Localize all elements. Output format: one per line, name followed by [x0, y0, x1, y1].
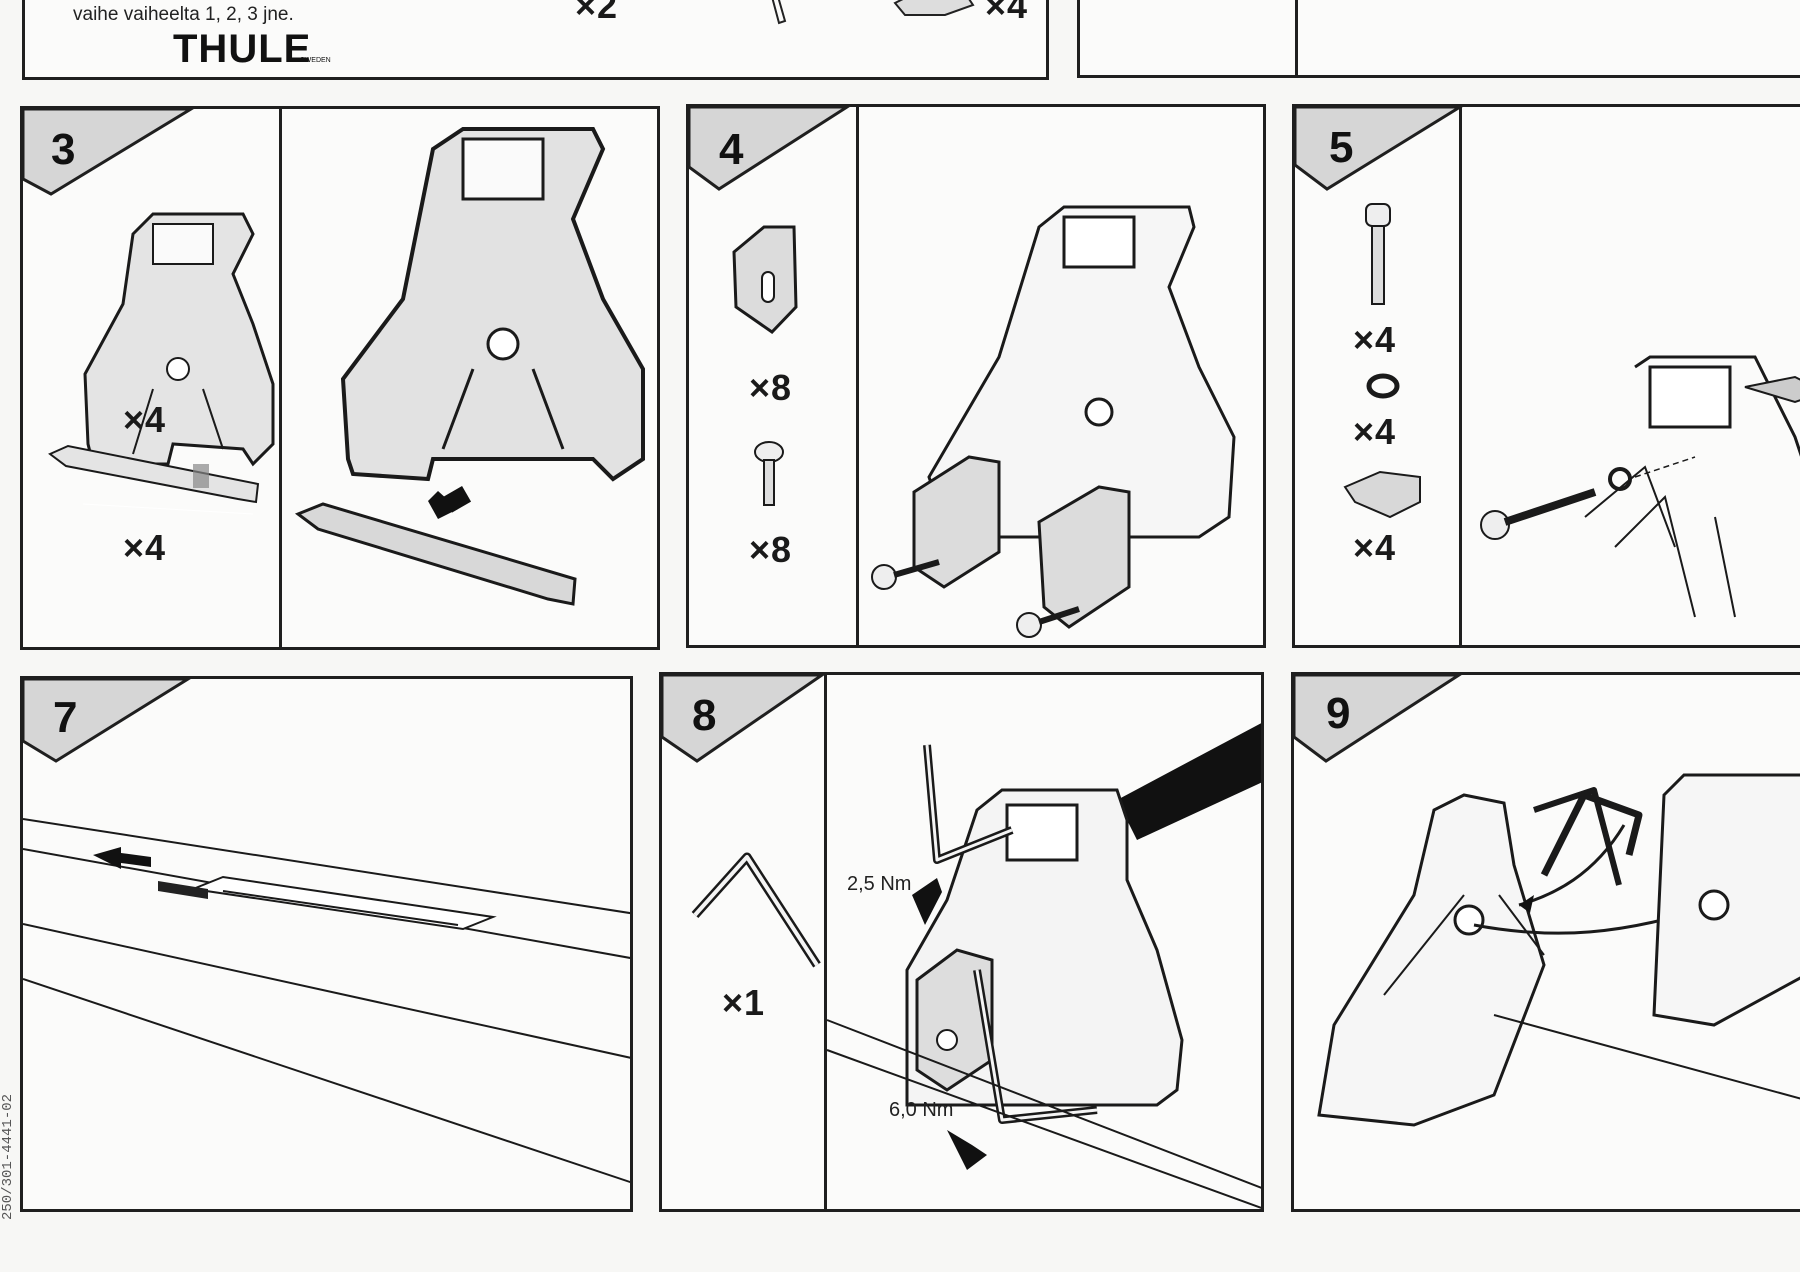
top-pad-drawing [893, 0, 975, 16]
step-4-qty-screws: ×8 [749, 529, 793, 570]
step-5-number: 5 [1329, 123, 1354, 172]
allen-key-drawing [691, 852, 821, 968]
step-3-divider [279, 109, 282, 647]
thule-logo-sub: SWEDEN [300, 57, 331, 64]
top-pin-drawing [771, 0, 787, 25]
step-5-qty-pads: ×4 [1353, 527, 1397, 568]
top-panel-right [1077, 0, 1800, 78]
step-5-qty-bolts: ×4 [1353, 319, 1397, 360]
step-5-qty-washers: ×4 [1353, 411, 1397, 452]
clamp-assembly-drawing [871, 205, 1236, 638]
screw-drawing [754, 441, 784, 506]
top-quantity-b: ×4 [985, 0, 1029, 26]
step-4-panel: 4 ×8 ×8 [686, 104, 1266, 648]
foot-pack-drawing [82, 212, 275, 515]
rubber-strip-drawing [48, 444, 260, 504]
step-8-divider [824, 675, 827, 1209]
step-4-qty-plates: ×8 [749, 367, 793, 408]
foot-assembly-drawing [294, 127, 645, 606]
step-3-number: 3 [51, 125, 76, 174]
instruction-text: vaihe vaiheelta 1, 2, 3 jne. [73, 4, 294, 25]
step-9-number: 9 [1326, 689, 1351, 738]
torque-label-upper: 2,5 Nm [847, 873, 912, 895]
step-3-panel: 3 ×4 ×4 [20, 106, 660, 650]
step-8-corner-badge [662, 675, 825, 763]
torque-label-lower: 6,0 Nm [889, 1099, 954, 1121]
top-panel-left: vaihe vaiheelta 1, 2, 3 jne. THULE SWEDE… [22, 0, 1049, 80]
roof-rail-drawing [23, 818, 630, 1184]
thule-logo: THULE [173, 27, 312, 71]
bolt-drawing [1365, 203, 1391, 305]
step-9-corner-badge [1294, 675, 1462, 763]
washer-drawing [1366, 373, 1400, 399]
cover-assembly-drawing [1317, 773, 1800, 1127]
step-8-panel: 8 ×1 2,5 Nm 6,0 Nm [659, 672, 1264, 1212]
edge-code: 250/301-4441-02 [0, 1093, 16, 1220]
top-quantity-a: ×2 [575, 0, 619, 26]
step-8-number: 8 [692, 691, 717, 740]
pad-drawing [1343, 470, 1421, 519]
step-3-corner-badge [23, 109, 194, 196]
step-4-number: 4 [719, 125, 744, 174]
step-4-corner-badge [689, 107, 850, 191]
step-7-number: 7 [53, 693, 78, 742]
step-3-qty-strips: ×4 [123, 527, 167, 568]
step-5-corner-badge [1295, 107, 1463, 191]
step-9-panel: 9 [1291, 672, 1800, 1212]
bolt-assembly-drawing [1480, 355, 1800, 618]
step-4-divider [856, 107, 859, 645]
step-8-qty-key: ×1 [722, 982, 766, 1023]
step-7-corner-badge [23, 679, 191, 763]
step-5-panel: 5 ×4 ×4 ×4 [1292, 104, 1800, 648]
step-3-qty-feet: ×4 [123, 399, 167, 440]
step-5-divider [1459, 107, 1462, 645]
torque-assembly-drawing [826, 723, 1261, 1209]
step-7-panel: 7 [20, 676, 633, 1212]
clamp-plate-drawing [732, 225, 798, 334]
top-panel-divider [1295, 0, 1298, 75]
